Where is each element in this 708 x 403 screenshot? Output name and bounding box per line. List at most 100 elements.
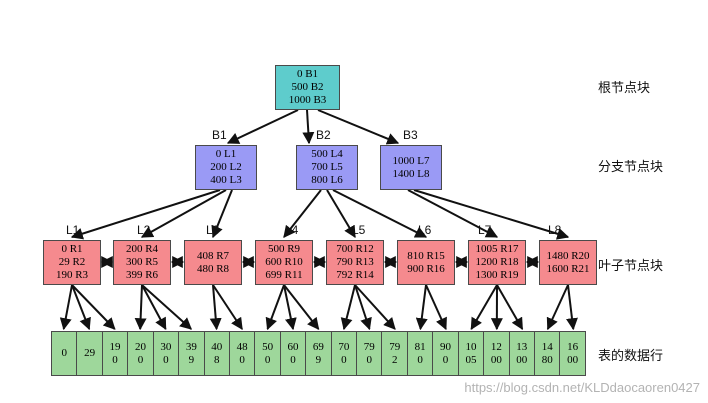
leaf-node-7-entry: 1300 R19 [475,269,519,281]
data-row-value: 14 [541,340,553,353]
level-label-branch: 分支节点块 [598,160,664,175]
edge-root-branch [317,109,400,145]
leaf-label-8: L8 [548,223,562,237]
leaf-node-1-entry: 29 R2 [58,256,86,268]
data-row-value: 20 [134,340,146,353]
data-row-value: 2 [391,353,398,366]
data-row-value: 69 [312,340,324,353]
leaf-label-4: L4 [285,223,299,237]
data-row-value: 9 [188,353,195,366]
data-row-value: 00 [490,353,502,366]
data-row-value: 81 [414,340,426,353]
branch-node-1-entry: 0 L1 [215,148,237,160]
data-row-value: 39 [185,340,197,353]
data-row-value: 50 [262,340,274,353]
data-row-value: 0 [264,353,271,366]
data-row-value: 79 [363,340,375,353]
data-row-value: 0 [112,353,118,366]
edge-leaf-row [283,284,320,330]
data-row-value: 10 [465,340,477,353]
leaf-node-1-entry: 190 R3 [55,269,89,281]
edge-branch-leaf [70,189,221,240]
leaf-label-5: L5 [352,223,366,237]
level-label-rows: 表的数据行 [598,349,664,364]
leaf-node-7-entry: 1005 R17 [475,243,519,255]
leaf-node-4-entry: 500 R9 [267,243,301,255]
edge-leaf-row [134,284,147,331]
branch-node-2-entry: 700 L5 [311,161,343,173]
data-row-value: 0 [366,353,373,366]
edge-branch-leaf [326,189,356,239]
leaf-node-6-entry: 810 R15 [407,249,445,262]
edge-leaf-row [425,284,447,331]
data-row-value: 0 [290,353,296,366]
edge-leaf-row [59,284,73,331]
data-row-value: 48 [236,340,248,353]
branch-node-3-entry: 1400 L8 [392,167,430,180]
data-row-value: 00 [567,353,579,366]
leaf-node-4-entry: 699 R11 [265,269,303,281]
edge-leaf-row [496,284,524,331]
watermark: https://blog.csdn.net/KLDdaocaoren0427 [464,380,700,395]
edge-leaf-row [141,284,193,330]
data-row-value: 90 [440,340,452,353]
data-row-value: 29 [84,347,96,359]
leaf-node-2-entry: 200 R4 [125,243,159,255]
data-row-value: 0 [163,353,169,366]
leaf-node-5-entry: 792 R14 [336,269,374,281]
data-row-value: 0 [417,353,423,366]
level-label-leaf: 叶子节点块 [598,259,664,274]
edge-branch-leaf [140,189,227,238]
leaf-node-2-entry: 399 R6 [125,269,159,281]
edge-leaf-row [283,284,297,331]
edge-branch-leaf [413,189,570,240]
data-row-value: 79 [389,340,401,353]
data-row-value: 12 [490,340,502,353]
branch-label-2: B2 [316,128,331,142]
edge-leaf-row [265,284,285,331]
leaf-label-6: L6 [418,223,432,237]
data-row-value: 40 [211,340,223,353]
data-row-value: 60 [287,340,299,353]
data-row-value: 0 [442,353,449,366]
data-row-value: 0 [239,353,245,366]
data-row-value: 30 [160,340,172,353]
branch-label-1: B1 [212,128,227,142]
edge-leaf-row [71,284,91,331]
data-row-value: 8 [213,353,220,366]
edge-branch-leaf [332,189,428,238]
edge-leaf-row [415,284,428,331]
leaf-node-2-entry: 300 R5 [125,256,159,268]
edge-branch-leaf [211,189,233,239]
leaf-node-5-entry: 790 R13 [336,256,374,268]
data-row-value: 0 [341,353,347,366]
leaf-node-5-entry: 700 R12 [336,243,374,255]
root-entry: 1000 B3 [288,94,327,106]
data-row-cell: 0 [52,332,78,375]
edge-root-branch [302,109,315,145]
leaf-node-8-entry: 1600 R21 [546,262,590,275]
leaf-label-1: L1 [66,223,80,237]
data-row-value: 0 [137,353,144,366]
leaf-label-3: L3 [206,223,220,237]
